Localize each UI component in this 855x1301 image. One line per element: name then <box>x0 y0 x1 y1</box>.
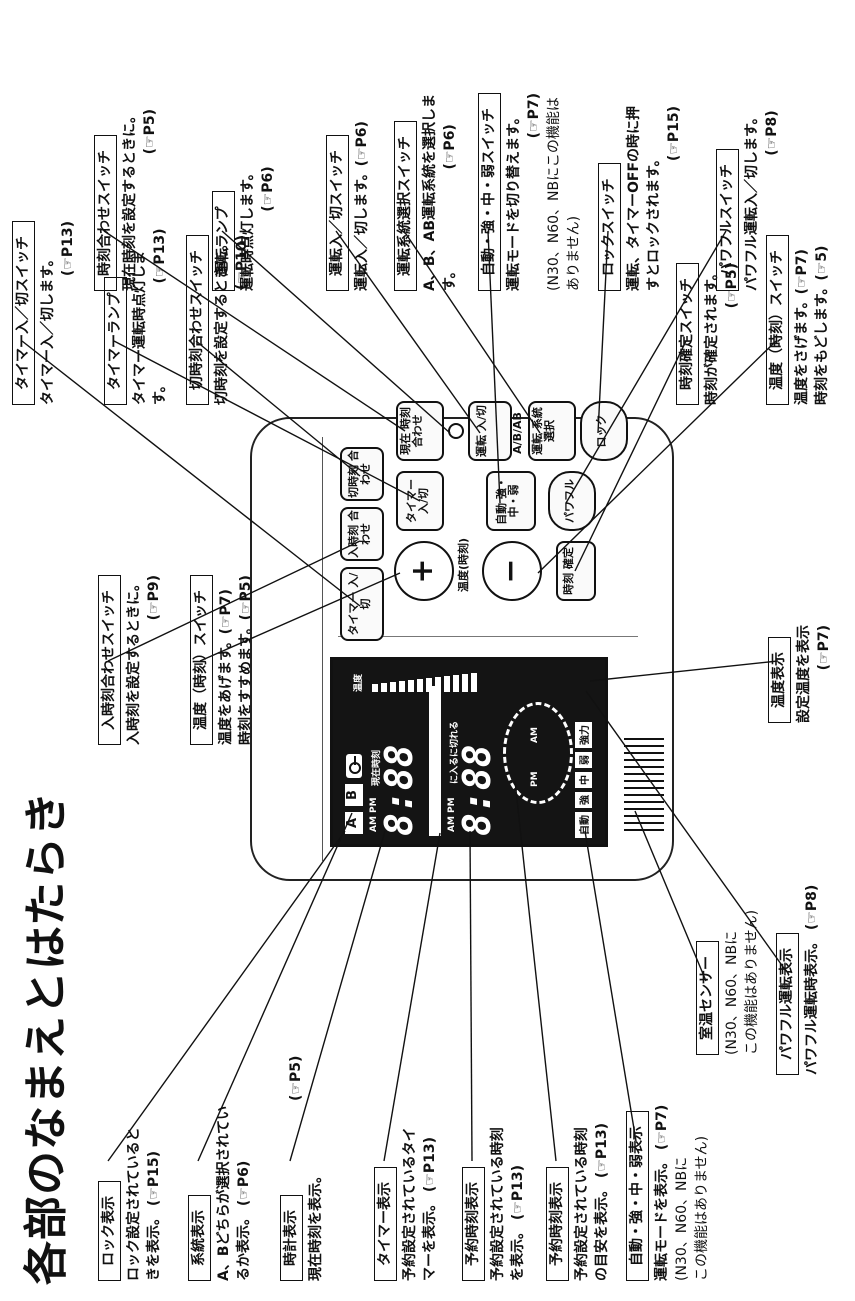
manual-page: 各部のなまえとはたらき ロック表示 ロック設定されていると きを表示。 (☞P1… <box>12 93 832 1285</box>
leader-lines <box>21 230 787 1162</box>
